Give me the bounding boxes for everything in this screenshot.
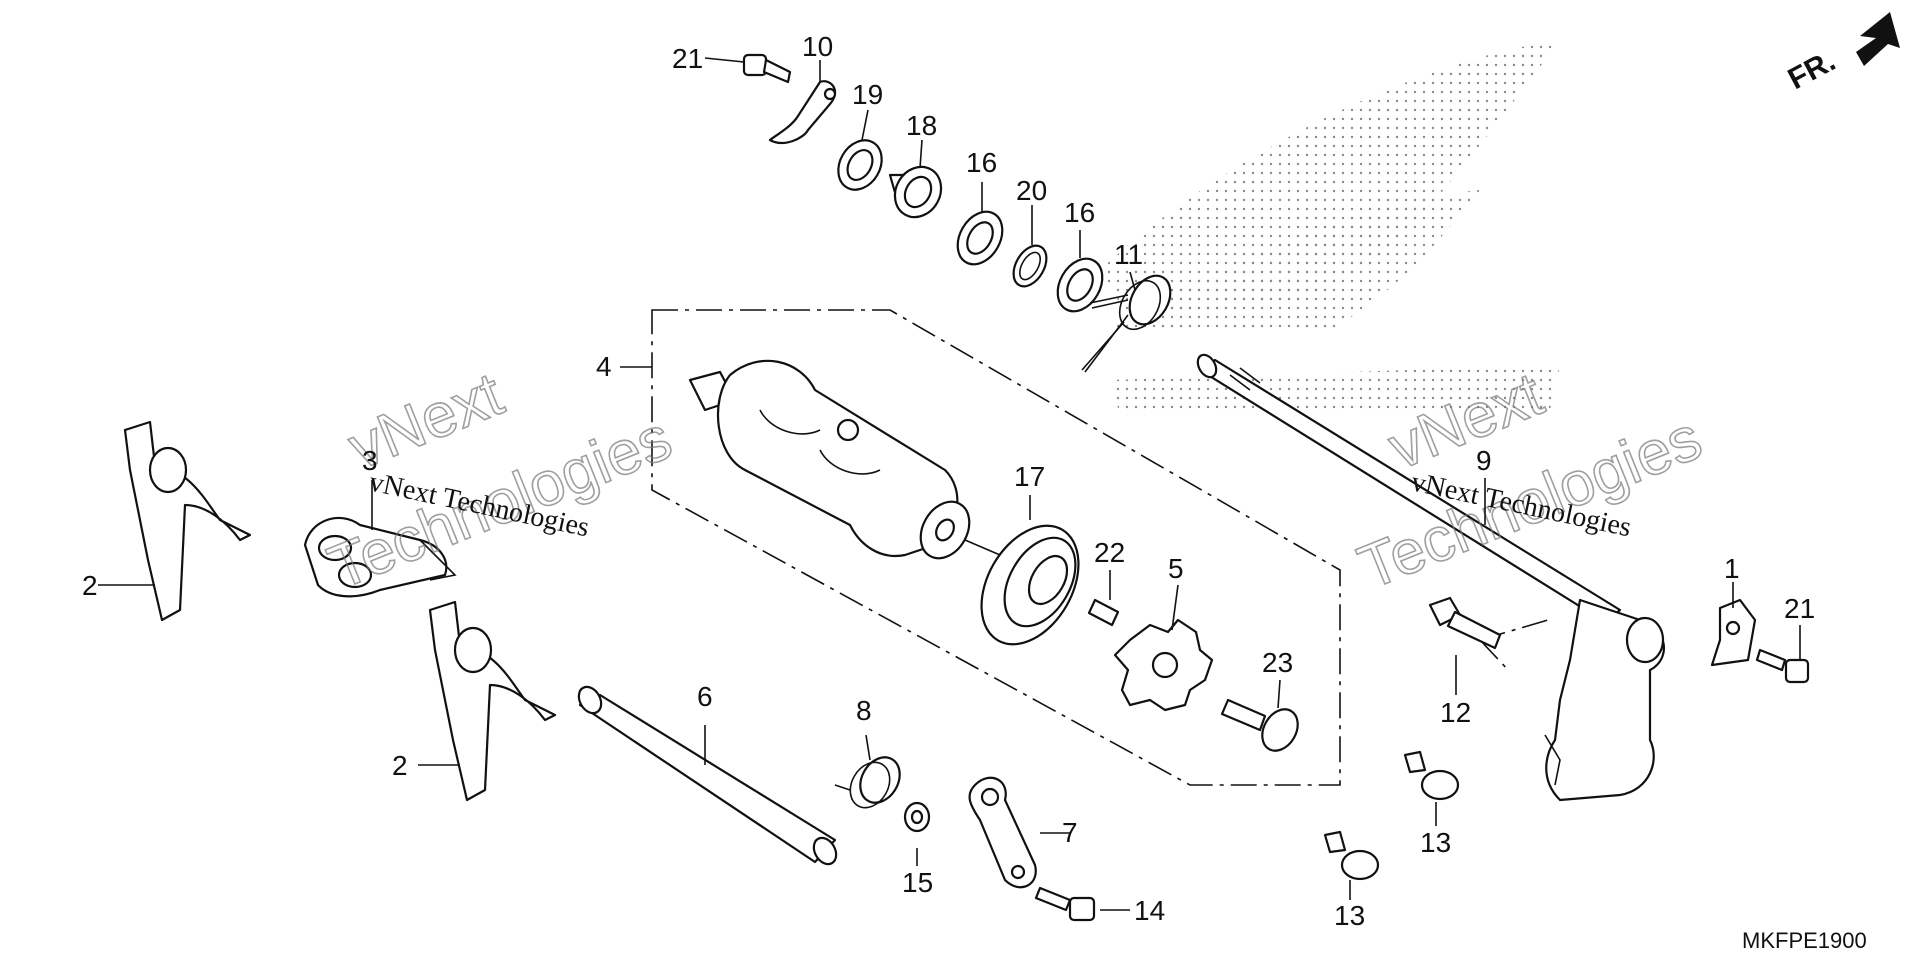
socket-bolt-23 bbox=[1220, 698, 1299, 752]
watermark-left: vNext Technologies vNext Technologies bbox=[319, 359, 682, 604]
needle-bearing-18 bbox=[888, 165, 943, 219]
bolt-21-top bbox=[742, 53, 792, 84]
callout-2-lower: 2 bbox=[392, 750, 408, 781]
callout-1: 1 bbox=[1724, 553, 1740, 584]
callout-21-right: 21 bbox=[1784, 593, 1815, 624]
stopper-plate-10 bbox=[768, 80, 837, 145]
callout-3: 3 bbox=[362, 445, 378, 476]
callout-21-top: 21 bbox=[672, 43, 703, 74]
honda-wing-logo bbox=[1100, 40, 1560, 415]
callouts: 21 10 19 18 16 20 16 11 4 3 2 2 17 22 5 … bbox=[82, 31, 1815, 931]
callout-13-upper: 13 bbox=[1420, 827, 1451, 858]
callout-7: 7 bbox=[1062, 817, 1078, 848]
gearshift-spindle-9 bbox=[1196, 353, 1665, 802]
callout-13-lower: 13 bbox=[1334, 900, 1365, 931]
washer-16-right bbox=[1056, 257, 1104, 313]
callout-9: 9 bbox=[1476, 445, 1492, 476]
callout-22: 22 bbox=[1094, 537, 1125, 568]
direction-label: FR. bbox=[1783, 44, 1841, 96]
callout-8: 8 bbox=[856, 695, 872, 726]
fork-shaft-6 bbox=[577, 685, 838, 866]
callout-2-upper: 2 bbox=[82, 570, 98, 601]
callout-5: 5 bbox=[1168, 553, 1184, 584]
dowel-pin-22 bbox=[1087, 598, 1120, 627]
callout-16-right: 16 bbox=[1064, 197, 1095, 228]
callout-12: 12 bbox=[1440, 697, 1471, 728]
pin-12 bbox=[1428, 596, 1502, 650]
washer-16-left bbox=[956, 210, 1004, 266]
callout-6: 6 bbox=[697, 681, 713, 712]
callout-11: 11 bbox=[1114, 239, 1143, 270]
bolt-21-right bbox=[1755, 648, 1810, 684]
callout-17: 17 bbox=[1014, 461, 1045, 492]
callout-20: 20 bbox=[1016, 175, 1047, 206]
diagram-code: MKFPE1900 bbox=[1742, 928, 1867, 953]
bolt-13-upper bbox=[1403, 750, 1460, 801]
callout-23: 23 bbox=[1262, 647, 1293, 678]
ball-bearing-17 bbox=[980, 524, 1080, 646]
shift-drum-assembly-outline bbox=[651, 309, 1341, 786]
stopper-arm-7 bbox=[968, 776, 1037, 889]
callout-16-left: 16 bbox=[966, 147, 997, 178]
bolt-13-lower bbox=[1323, 830, 1380, 881]
shift-fork-2-upper bbox=[123, 420, 252, 622]
callout-15: 15 bbox=[902, 867, 933, 898]
callout-10: 10 bbox=[802, 31, 833, 62]
bolt-14 bbox=[1034, 886, 1096, 922]
front-direction-arrow: FR. bbox=[1783, 12, 1900, 96]
shift-fork-3 bbox=[303, 516, 457, 598]
shift-fork-2-lower bbox=[428, 600, 557, 802]
return-spring-11 bbox=[1081, 274, 1172, 373]
callout-4: 4 bbox=[596, 351, 612, 382]
callout-18: 18 bbox=[906, 110, 937, 141]
shift-drum-center-5 bbox=[1113, 618, 1214, 712]
shift-drum-4 bbox=[688, 359, 971, 560]
oil-seal-19 bbox=[837, 139, 883, 191]
washer-15 bbox=[903, 801, 931, 833]
circlip-20 bbox=[1012, 244, 1048, 288]
callout-19: 19 bbox=[852, 79, 883, 110]
callout-14: 14 bbox=[1134, 895, 1165, 926]
stopper-spring-8 bbox=[834, 756, 901, 809]
